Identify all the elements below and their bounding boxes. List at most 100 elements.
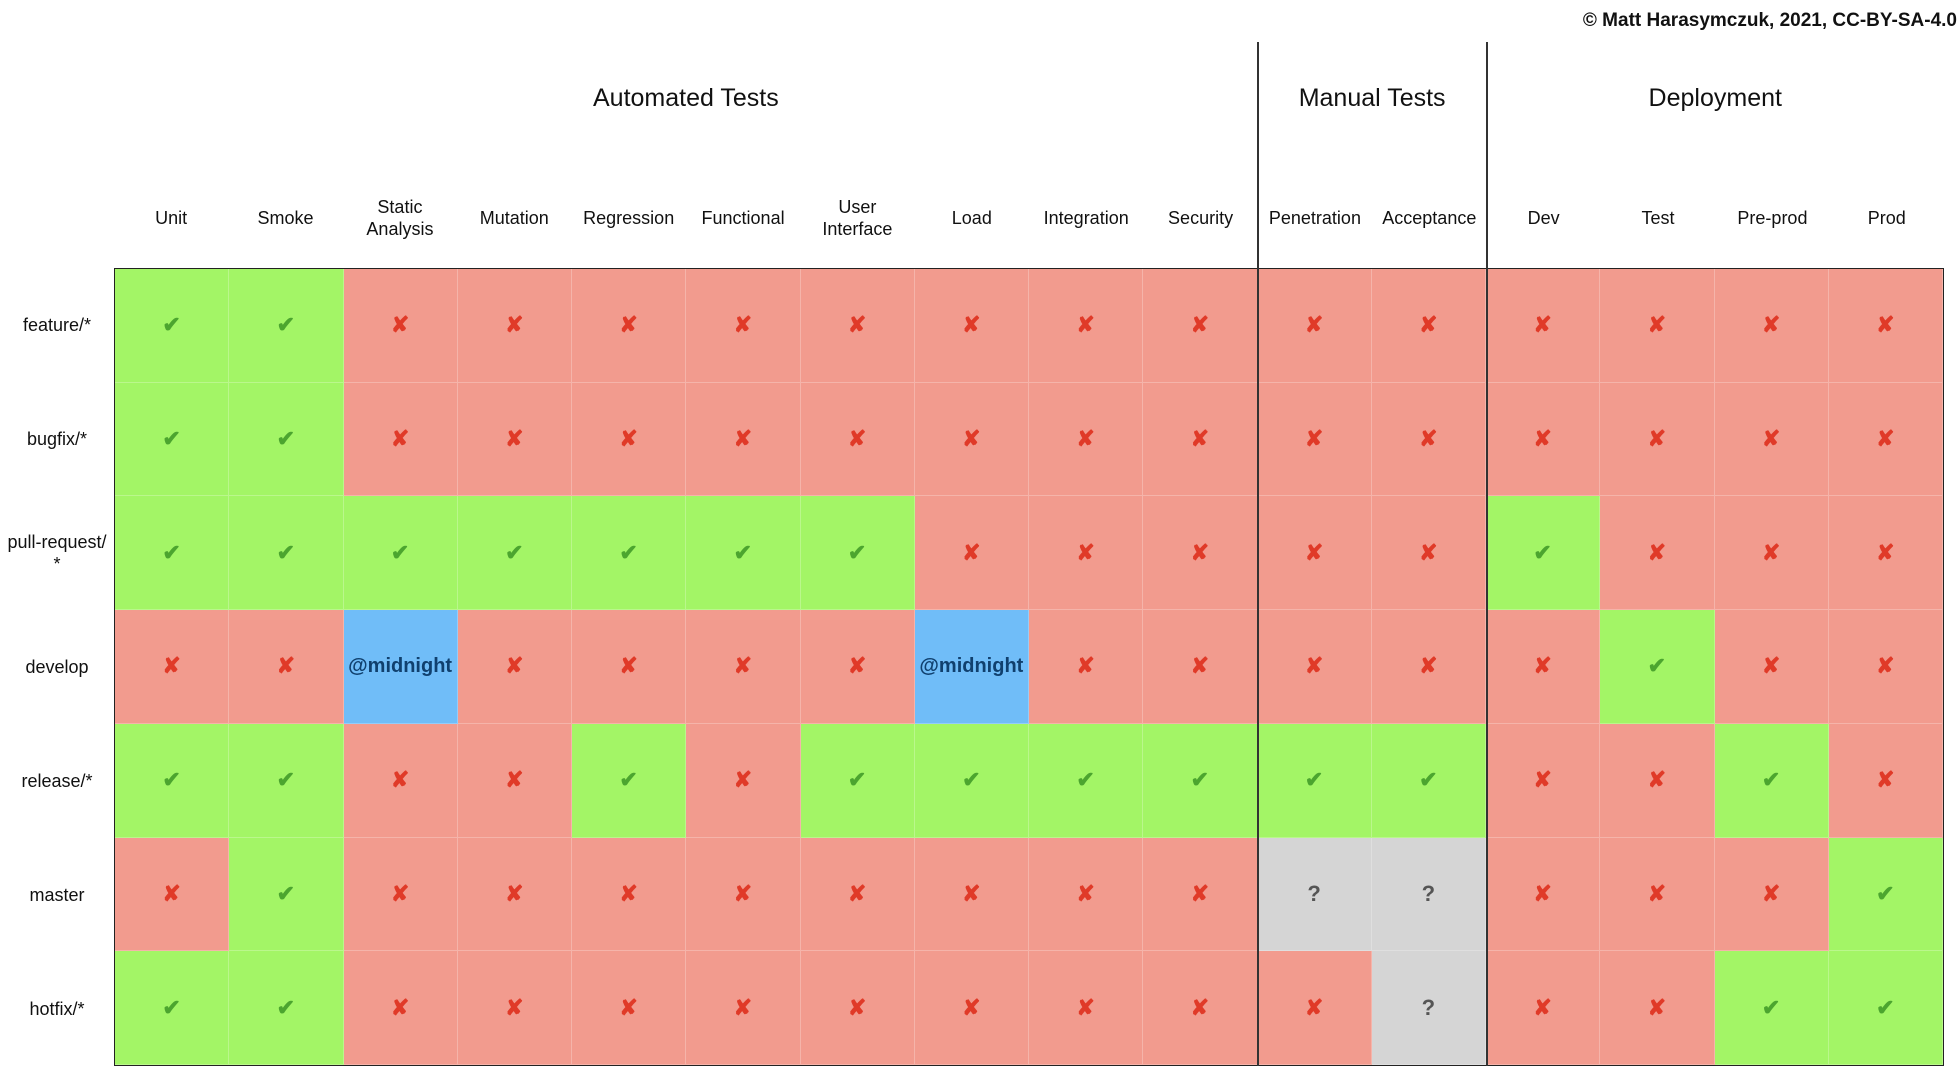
matrix-cell: ✔: [115, 269, 230, 383]
matrix-cell: ✘: [115, 837, 230, 952]
matrix-grid: ✔✔✘✘✘✘✘✘✘✘✘✘✘✘✘✘✔✔✘✘✘✘✘✘✘✘✘✘✘✘✘✘✔✔✔✔✔✔✔✘…: [114, 268, 1944, 1066]
matrix-cell: ✘: [343, 382, 458, 497]
matrix-cell: ✘: [1828, 610, 1943, 724]
matrix-cell: ✔: [800, 723, 915, 838]
matrix-cell: ✘: [457, 951, 572, 1065]
matrix-cell: ✔: [1600, 610, 1715, 724]
matrix-cell: ✘: [1486, 269, 1601, 383]
matrix-cell: ✘: [457, 610, 572, 724]
matrix-cell: ✘: [1371, 610, 1486, 724]
matrix-cell: ✔: [115, 723, 230, 838]
row-label: release/*: [21, 771, 93, 791]
matrix-cell: ✘: [1257, 610, 1372, 724]
column-header: Dev: [1527, 208, 1560, 228]
matrix-cell: ✘: [1486, 723, 1601, 838]
matrix-cell: ✘: [1371, 496, 1486, 611]
matrix-cell: ✘: [914, 269, 1029, 383]
column-header: User Interface: [822, 197, 893, 239]
matrix-cell: ✘: [457, 382, 572, 497]
matrix-cell: ✔: [1029, 723, 1144, 838]
matrix-cell: ✘: [686, 610, 801, 724]
matrix-cell: ✘: [1486, 837, 1601, 952]
matrix-cell: ✘: [1143, 382, 1258, 497]
matrix-cell: ✘: [686, 382, 801, 497]
matrix-cell: ✔: [1714, 951, 1829, 1065]
matrix-cell: ✘: [1257, 496, 1372, 611]
matrix-cell: ✔: [457, 496, 572, 611]
matrix-cell: ✘: [914, 951, 1029, 1065]
matrix-cell: ✔: [1371, 723, 1486, 838]
matrix-cell: ✘: [343, 951, 458, 1065]
matrix-cell: ✔: [115, 382, 230, 497]
matrix-cell: ✘: [1143, 610, 1258, 724]
column-header: Unit: [155, 208, 188, 228]
matrix-cell: ✔: [572, 723, 687, 838]
matrix-cell: ✘: [572, 269, 687, 383]
matrix-cell: ✔: [686, 496, 801, 611]
column-header: Smoke: [257, 208, 314, 228]
group-title: Deployment: [1648, 84, 1782, 112]
column-header: Functional: [701, 208, 785, 228]
column-header: Integration: [1043, 208, 1129, 228]
matrix-cell: ✘: [1257, 951, 1372, 1065]
matrix-cell: @midnight: [343, 610, 458, 724]
matrix-cell: ✘: [572, 951, 687, 1065]
matrix-cell: ✔: [115, 496, 230, 611]
row-label: master: [29, 885, 85, 905]
matrix-cell: ✘: [1828, 382, 1943, 497]
matrix-cell: ✘: [457, 837, 572, 952]
matrix-cell: ✔: [1143, 723, 1258, 838]
matrix-cell: ✘: [229, 610, 344, 724]
matrix-cell: ✔: [1828, 837, 1943, 952]
column-header: Regression: [583, 208, 675, 228]
matrix-cell: ✘: [1029, 610, 1144, 724]
matrix-cell: ✔: [229, 382, 344, 497]
copyright-notice: © Matt Harasymczuk, 2021, CC-BY-SA-4.0: [1582, 10, 1957, 31]
matrix-cell: ✔: [115, 951, 230, 1065]
matrix-cell: ✘: [1486, 610, 1601, 724]
matrix-cell: ✘: [914, 382, 1029, 497]
matrix-cell: ✘: [1371, 382, 1486, 497]
matrix-cell: ?: [1257, 837, 1372, 952]
matrix-cell: ✘: [1600, 837, 1715, 952]
matrix-cell: ✘: [1714, 837, 1829, 952]
matrix-cell: ✘: [914, 837, 1029, 952]
matrix-cell: ✔: [1486, 496, 1601, 611]
matrix-cell: ✘: [1143, 496, 1258, 611]
matrix-cell: ✘: [1257, 269, 1372, 383]
matrix-cell: ✘: [1714, 496, 1829, 611]
row-label: develop: [25, 657, 89, 677]
matrix-cell: ?: [1371, 951, 1486, 1065]
matrix-cell: ✘: [1143, 951, 1258, 1065]
matrix-cell: ?: [1371, 837, 1486, 952]
matrix-cell: ✘: [115, 610, 230, 724]
matrix-cell: ✘: [1714, 382, 1829, 497]
matrix-cell: ✘: [1600, 382, 1715, 497]
matrix-cell: ✘: [1828, 723, 1943, 838]
column-header: Security: [1168, 208, 1234, 228]
column-header: Pre-prod: [1737, 208, 1808, 228]
column-header: Test: [1641, 208, 1675, 228]
matrix-cell: ✘: [343, 269, 458, 383]
matrix-cell: ✘: [1486, 951, 1601, 1065]
matrix-cell: ✘: [1828, 496, 1943, 611]
matrix-cell: ✘: [1486, 382, 1601, 497]
column-header: Mutation: [479, 208, 549, 228]
matrix-cell: ✘: [1029, 382, 1144, 497]
matrix-cell: ✔: [229, 269, 344, 383]
matrix-cell: ✘: [1029, 951, 1144, 1065]
group-divider: [1256, 42, 1259, 1066]
matrix-cell: ✔: [572, 496, 687, 611]
matrix-cell: ✔: [914, 723, 1029, 838]
matrix-cell: ✘: [1029, 837, 1144, 952]
matrix-cell: ✔: [1714, 723, 1829, 838]
column-header: Static Analysis: [366, 197, 434, 239]
group-divider: [1485, 42, 1488, 1066]
matrix-cell: ✘: [686, 951, 801, 1065]
matrix-cell: ✘: [1714, 269, 1829, 383]
matrix-cell: ✔: [229, 496, 344, 611]
matrix-cell: ✔: [1257, 723, 1372, 838]
matrix-cell: ✘: [1828, 269, 1943, 383]
row-label: pull-request/ *: [7, 532, 107, 574]
matrix-cell: ✘: [572, 837, 687, 952]
